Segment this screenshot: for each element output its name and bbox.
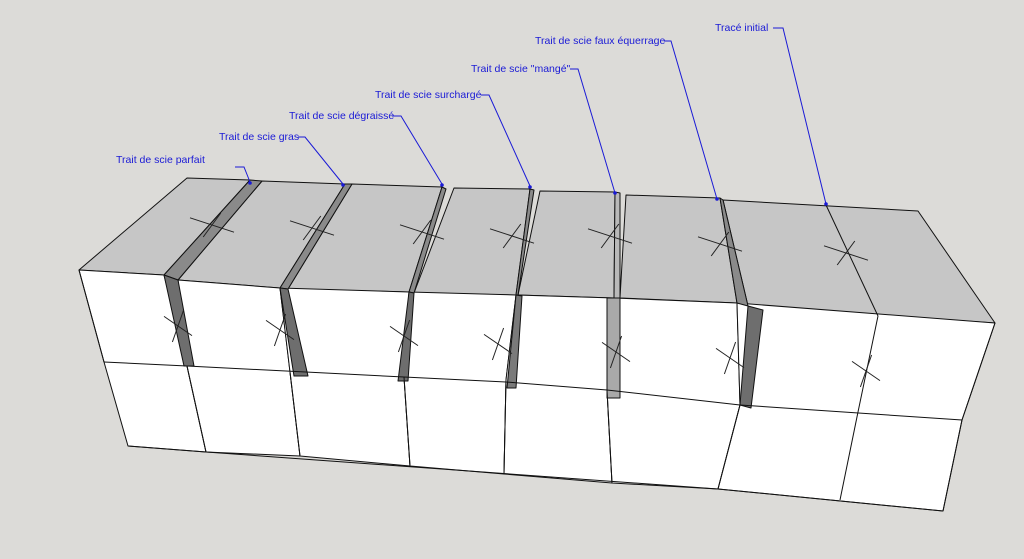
joint-7 <box>839 411 859 501</box>
kerf-faux-side <box>739 305 764 409</box>
x-mark-13-stroke-2 <box>723 341 737 375</box>
top-trace-line <box>825 204 879 317</box>
leader-surcharge <box>481 94 531 187</box>
block-top-face <box>78 177 996 324</box>
x-mark-8-stroke-2 <box>171 309 185 343</box>
front-segment-3 <box>279 287 411 467</box>
arrow-degraisse <box>440 183 444 187</box>
top-segment-7 <box>722 199 996 324</box>
label-trait-faux-equerrage: Trait de scie faux équerrage <box>535 35 666 47</box>
leader-lines <box>235 27 827 205</box>
arrow-parfait <box>248 181 252 185</box>
x-mark-6-stroke-2 <box>710 231 730 257</box>
annotation-labels: Trait de scie parfait Trait de scie gras… <box>116 22 768 166</box>
right-end-edge <box>961 322 996 421</box>
joint-3 <box>403 376 411 467</box>
block-edges <box>78 204 996 512</box>
joint-1 <box>186 365 207 453</box>
saw-kerfs <box>163 179 764 409</box>
leader-parfait <box>235 166 251 183</box>
x-mark-1-stroke-2 <box>202 212 222 238</box>
label-trait-gras: Trait de scie gras <box>219 131 299 143</box>
leader-degraisse <box>392 115 443 185</box>
x-mark-10-stroke-2 <box>397 319 411 353</box>
top-segment-6 <box>619 194 738 304</box>
arrow-mange <box>613 191 617 195</box>
joint-6 <box>717 404 741 490</box>
label-trait-mange: Trait de scie "mangé" <box>471 63 571 75</box>
joint-5 <box>606 389 613 484</box>
label-trait-degraisse: Trait de scie dégraissé <box>289 110 394 122</box>
x-mark-14-stroke-2 <box>859 354 873 388</box>
top-segment-5 <box>517 190 616 299</box>
label-trace-initial: Tracé initial <box>715 22 768 34</box>
x-mark-3-stroke-2 <box>412 219 432 245</box>
right-end-edge-lower <box>942 419 963 512</box>
x-mark-2-stroke-2 <box>302 215 322 241</box>
kerf-mange-side <box>606 297 621 399</box>
x-mark-9-stroke-2 <box>273 313 287 347</box>
kerf-surcharge-side <box>506 294 523 389</box>
x-mark-7-stroke-2 <box>836 240 856 266</box>
label-trait-surcharge: Trait de scie surchargé <box>375 89 482 101</box>
x-mark-5-stroke-2 <box>600 223 620 249</box>
arrow-initial <box>824 202 828 206</box>
arrow-faux <box>715 197 719 201</box>
kerf-mange-top <box>613 191 621 299</box>
leader-mange <box>570 68 616 194</box>
joint-4 <box>503 379 507 475</box>
block-front-face <box>78 269 996 512</box>
joint-left-end <box>78 269 105 363</box>
joint-2 <box>289 371 301 457</box>
kerf-gras-side <box>279 287 309 377</box>
x-mark-12-stroke-2 <box>609 335 623 369</box>
bottom-edge <box>127 445 944 512</box>
x-mark-11-stroke-2 <box>491 327 505 361</box>
label-trait-parfait: Trait de scie parfait <box>116 154 205 166</box>
leader-arrowheads <box>248 181 828 206</box>
arrow-gras <box>341 183 345 187</box>
front-segment-6 <box>606 297 741 490</box>
arrow-surcharge <box>528 185 532 189</box>
kerf-degraisse-side <box>397 291 415 382</box>
x-marks <box>163 212 881 388</box>
front-segment-4 <box>403 291 517 475</box>
leader-faux <box>664 40 718 200</box>
x-mark-4-stroke-2 <box>502 223 522 249</box>
leader-initial <box>773 27 827 205</box>
leader-gras <box>298 136 344 185</box>
